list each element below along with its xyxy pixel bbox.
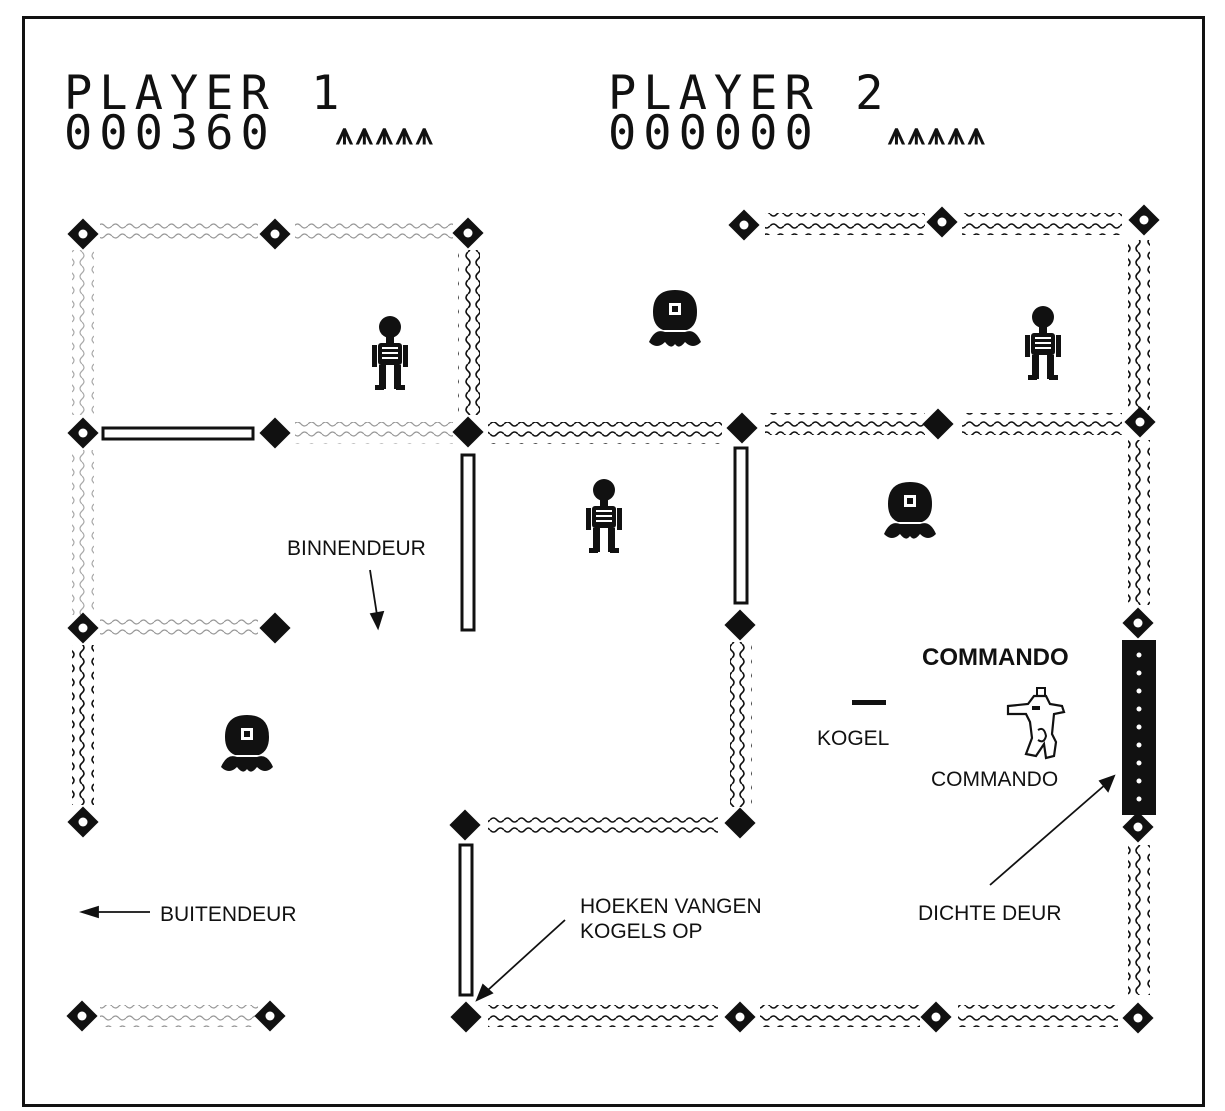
skeleton-enemy [372,316,408,390]
octopus-enemy [884,482,936,539]
label-hoeken-line2: KOGELS OP [580,920,703,944]
skeleton-enemy [1025,306,1061,380]
octopus-enemy [649,290,701,347]
label-dichte-deur: DICHTE DEUR [918,902,1062,926]
bullet [852,700,886,705]
skeleton-enemy [586,479,622,553]
commando-player [1008,688,1064,758]
label-commando-sub: COMMANDO [931,768,1058,792]
label-buitendeur: BUITENDEUR [160,903,297,927]
label-hoeken-line1: HOEKEN VANGEN [580,895,762,919]
label-commando-title: COMMANDO [922,644,1069,672]
label-binnendeur: BINNENDEUR [287,537,426,561]
octopus-enemy [221,715,273,772]
label-kogel: KOGEL [817,727,889,751]
